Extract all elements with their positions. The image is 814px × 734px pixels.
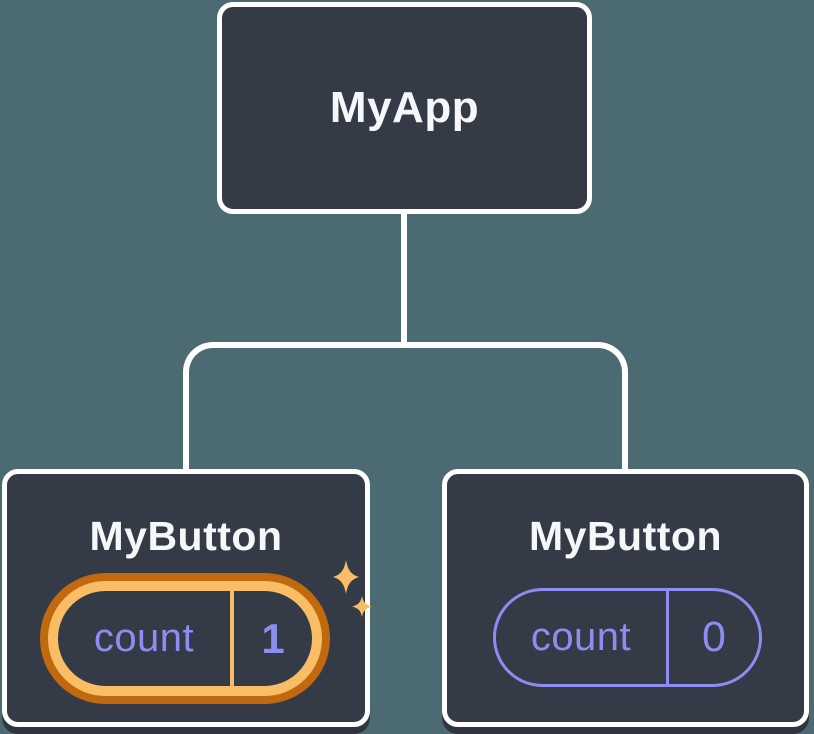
component-card-myapp: MyApp <box>217 2 592 214</box>
component-label: MyButton <box>528 513 722 559</box>
state-pill: count 0 <box>493 588 762 687</box>
component-card-mybutton-right: MyButton count 0 <box>442 469 809 727</box>
component-card-mybutton-left: MyButton count 1 <box>2 469 372 727</box>
state-value-label: 0 <box>702 613 726 661</box>
state-pill-highlighted: count 1 <box>40 573 330 704</box>
state-name-cell: count <box>496 591 666 684</box>
state-name-label: count <box>530 615 632 659</box>
tree-connector-bracket <box>183 342 628 470</box>
state-name-cell: count <box>58 591 230 686</box>
state-pill-inner: count 1 <box>48 581 322 696</box>
tree-connector-vertical <box>401 214 407 346</box>
sparkles-icon <box>333 560 372 617</box>
component-label: MyButton <box>89 513 283 559</box>
state-value-label: 1 <box>261 614 285 662</box>
pill-divider <box>230 591 234 686</box>
state-value-cell: 0 <box>669 591 759 684</box>
pill-divider <box>666 591 669 684</box>
component-label: MyApp <box>329 83 480 132</box>
state-value-cell: 1 <box>234 591 312 686</box>
state-name-label: count <box>93 616 195 660</box>
